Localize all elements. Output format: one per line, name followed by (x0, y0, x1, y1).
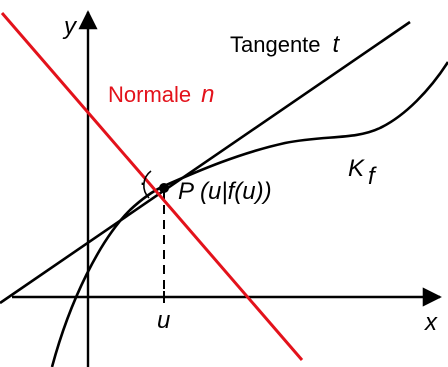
x-axis-label: x (424, 309, 438, 336)
normal-word: Normale (108, 82, 191, 107)
normal-line (0, 12, 304, 361)
tangent-label: Tangente t (230, 31, 341, 58)
tangent-word: Tangente (230, 32, 321, 57)
point-p-marker (159, 183, 169, 193)
point-p-label: P (u|f(u)) (178, 178, 272, 205)
right-angle-dot: · (139, 170, 146, 195)
y-axis-label: y (62, 13, 78, 40)
tangent-line (0, 20, 411, 305)
point-p-coords: (u|f(u)) (200, 178, 272, 205)
right-angle-arc (143, 170, 152, 199)
curve-subscript: f (368, 163, 377, 190)
curve-label: K f (348, 155, 377, 190)
u-tick-label: u (157, 307, 170, 334)
point-p-name: P (178, 178, 194, 205)
curve-kf (50, 61, 448, 367)
curve-name: K (348, 155, 365, 182)
normal-symbol: n (201, 81, 214, 108)
normal-label: Normale n (108, 81, 215, 108)
tangent-symbol: t (333, 31, 341, 58)
